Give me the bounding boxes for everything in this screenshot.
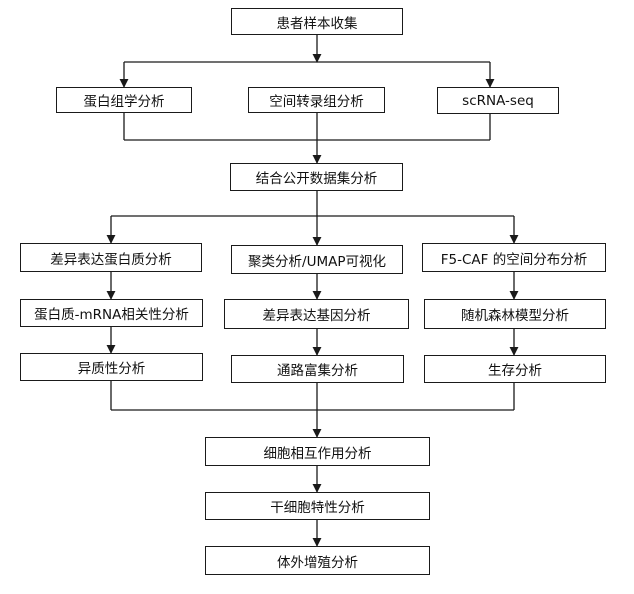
node-cell-interaction: 细胞相互作用分析 [205, 437, 430, 466]
node-stemness: 干细胞特性分析 [205, 492, 430, 520]
node-f5caf-spatial: F5-CAF 的空间分布分析 [422, 243, 606, 272]
node-proteomics: 蛋白组学分析 [56, 87, 192, 113]
node-pathway-enrichment: 通路富集分析 [231, 355, 404, 383]
node-heterogeneity: 异质性分析 [20, 353, 203, 381]
node-sample-collection: 患者样本收集 [231, 8, 403, 35]
node-survival: 生存分析 [424, 355, 606, 383]
node-in-vitro-proliferation: 体外增殖分析 [205, 546, 430, 575]
node-scrna-seq: scRNA-seq [437, 87, 559, 114]
node-diff-protein: 差异表达蛋白质分析 [20, 243, 202, 272]
node-clustering-umap: 聚类分析/UMAP可视化 [231, 245, 403, 274]
node-spatial-transcriptomics: 空间转录组分析 [248, 87, 385, 113]
node-diff-gene: 差异表达基因分析 [224, 299, 409, 329]
node-random-forest: 随机森林模型分析 [424, 299, 606, 329]
node-protein-mrna-correlation: 蛋白质-mRNA相关性分析 [20, 299, 203, 327]
node-integrate-public-datasets: 结合公开数据集分析 [230, 163, 403, 191]
